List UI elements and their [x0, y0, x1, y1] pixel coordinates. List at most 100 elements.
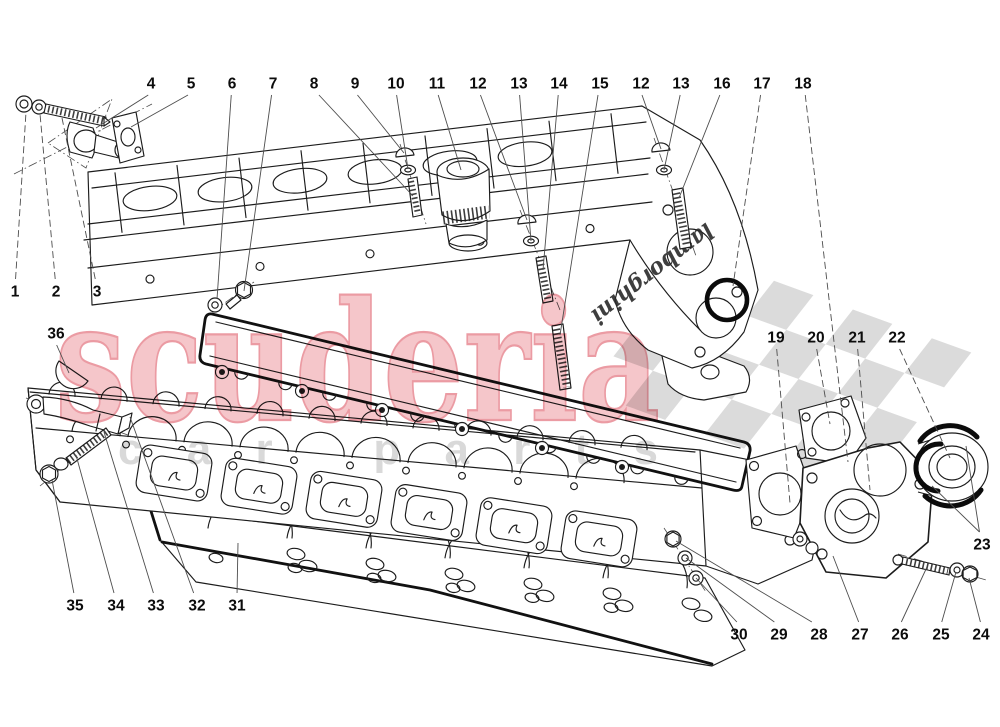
part-number-label: 1: [11, 284, 20, 301]
leader-line: [832, 555, 860, 623]
caps-studs-12-16: [517, 137, 697, 391]
watermark: scuderia car parts: [54, 264, 661, 474]
leader-line: [641, 94, 662, 150]
flag-cell: [825, 309, 893, 359]
leader-line: [941, 571, 957, 623]
flag-cell: [850, 407, 917, 457]
part-number-label: 31: [228, 598, 246, 615]
part-number-label: 25: [932, 627, 950, 644]
part-number-label: 7: [269, 76, 278, 93]
part-number-label: 22: [888, 330, 905, 347]
part-number-label: 16: [713, 76, 731, 93]
part-number-label: 34: [107, 598, 125, 615]
leader-line: [663, 94, 681, 171]
cam-sensor-assembly: [13, 95, 153, 175]
leader-line: [216, 94, 232, 300]
watermark-subtitle: car parts: [118, 425, 658, 474]
leader-line: [437, 94, 462, 171]
leader-line: [931, 485, 980, 533]
part-number-label: 19: [767, 330, 785, 347]
leader-line: [396, 94, 409, 170]
exhaust-flange: [475, 497, 553, 555]
flag-cell: [771, 379, 838, 429]
leader-line: [804, 94, 849, 463]
part-number-label: 13: [672, 76, 690, 93]
flag-cell: [759, 329, 826, 380]
part-number-label: 12: [469, 76, 486, 93]
half-moon-seal-36: [55, 360, 89, 390]
part-number-label: 11: [429, 76, 446, 93]
leader-line: [39, 113, 56, 280]
o-ring-17: [704, 277, 750, 323]
bracket-and-bolt-32-35: [25, 394, 137, 487]
cap-washer-stud-8-9-10: [395, 143, 427, 225]
flag-cell: [904, 338, 972, 388]
leader-line: [129, 416, 195, 594]
leader-line: [900, 566, 928, 623]
leader-line: [899, 348, 951, 459]
oil-filler-plug: [436, 157, 491, 252]
flag-cell: [746, 280, 814, 330]
leader-line: [56, 344, 70, 374]
part-number-label: 30: [730, 627, 747, 644]
engine-line-art: lamborghini: [13, 95, 989, 667]
part-number-label: 8: [310, 76, 319, 93]
part-number-label: 6: [228, 76, 237, 93]
leader-line: [357, 94, 405, 154]
part-number-label: 32: [188, 598, 205, 615]
part-number-label: 17: [753, 76, 770, 93]
part-number-label: 3: [93, 284, 102, 301]
part-number-label: 10: [387, 76, 404, 93]
part-number-label: 36: [47, 326, 65, 343]
leader-line: [51, 479, 75, 594]
leader-line: [732, 94, 761, 287]
part-number-label: 2: [52, 284, 61, 301]
leader-line: [103, 431, 154, 594]
thermostat-housing-cluster: [745, 395, 989, 583]
leader-line: [816, 348, 831, 425]
leader-line: [542, 94, 559, 271]
head-bolts-28-30: [663, 527, 707, 593]
part-number-label: 35: [66, 598, 84, 615]
leader-line: [685, 557, 775, 623]
leader-line: [695, 577, 738, 623]
leader-line: [857, 348, 871, 491]
leader-line: [243, 94, 272, 292]
exhaust-flange: [560, 510, 638, 568]
leader-line: [236, 542, 239, 594]
part-number-label: 13: [510, 76, 528, 93]
exhaust-flange: [220, 457, 298, 515]
cylinder-head: [27, 381, 825, 585]
part-number-label: 5: [187, 76, 196, 93]
leader-line: [480, 94, 528, 221]
part-number-label: 14: [550, 76, 568, 93]
leader-line: [318, 94, 414, 197]
part-number-label: 29: [770, 627, 788, 644]
part-number-label: 12: [632, 76, 649, 93]
leader-line: [678, 94, 721, 199]
leader-line: [559, 94, 599, 336]
part-number-label: 27: [851, 627, 868, 644]
part-number-label: 24: [972, 627, 990, 644]
part-number-label: 33: [147, 598, 165, 615]
part-number-label: 15: [591, 76, 609, 93]
part-number-label: 26: [891, 627, 909, 644]
flag-cell: [837, 358, 905, 408]
part-number-label: 20: [807, 330, 824, 347]
part-number-label: 4: [147, 76, 156, 93]
leader-line: [776, 348, 791, 504]
part-number-label: 18: [794, 76, 812, 93]
valve-cover-gasket: [198, 312, 752, 492]
leader-line: [75, 454, 115, 594]
watermark-title: scuderia: [55, 265, 660, 459]
leader-line: [519, 94, 532, 242]
exhaust-flange: [305, 470, 383, 528]
part-number-label: 28: [810, 627, 828, 644]
leader-line: [965, 445, 980, 533]
leader-line: [15, 111, 27, 280]
exhaust-flange: [390, 484, 468, 541]
leader-line: [95, 94, 149, 129]
